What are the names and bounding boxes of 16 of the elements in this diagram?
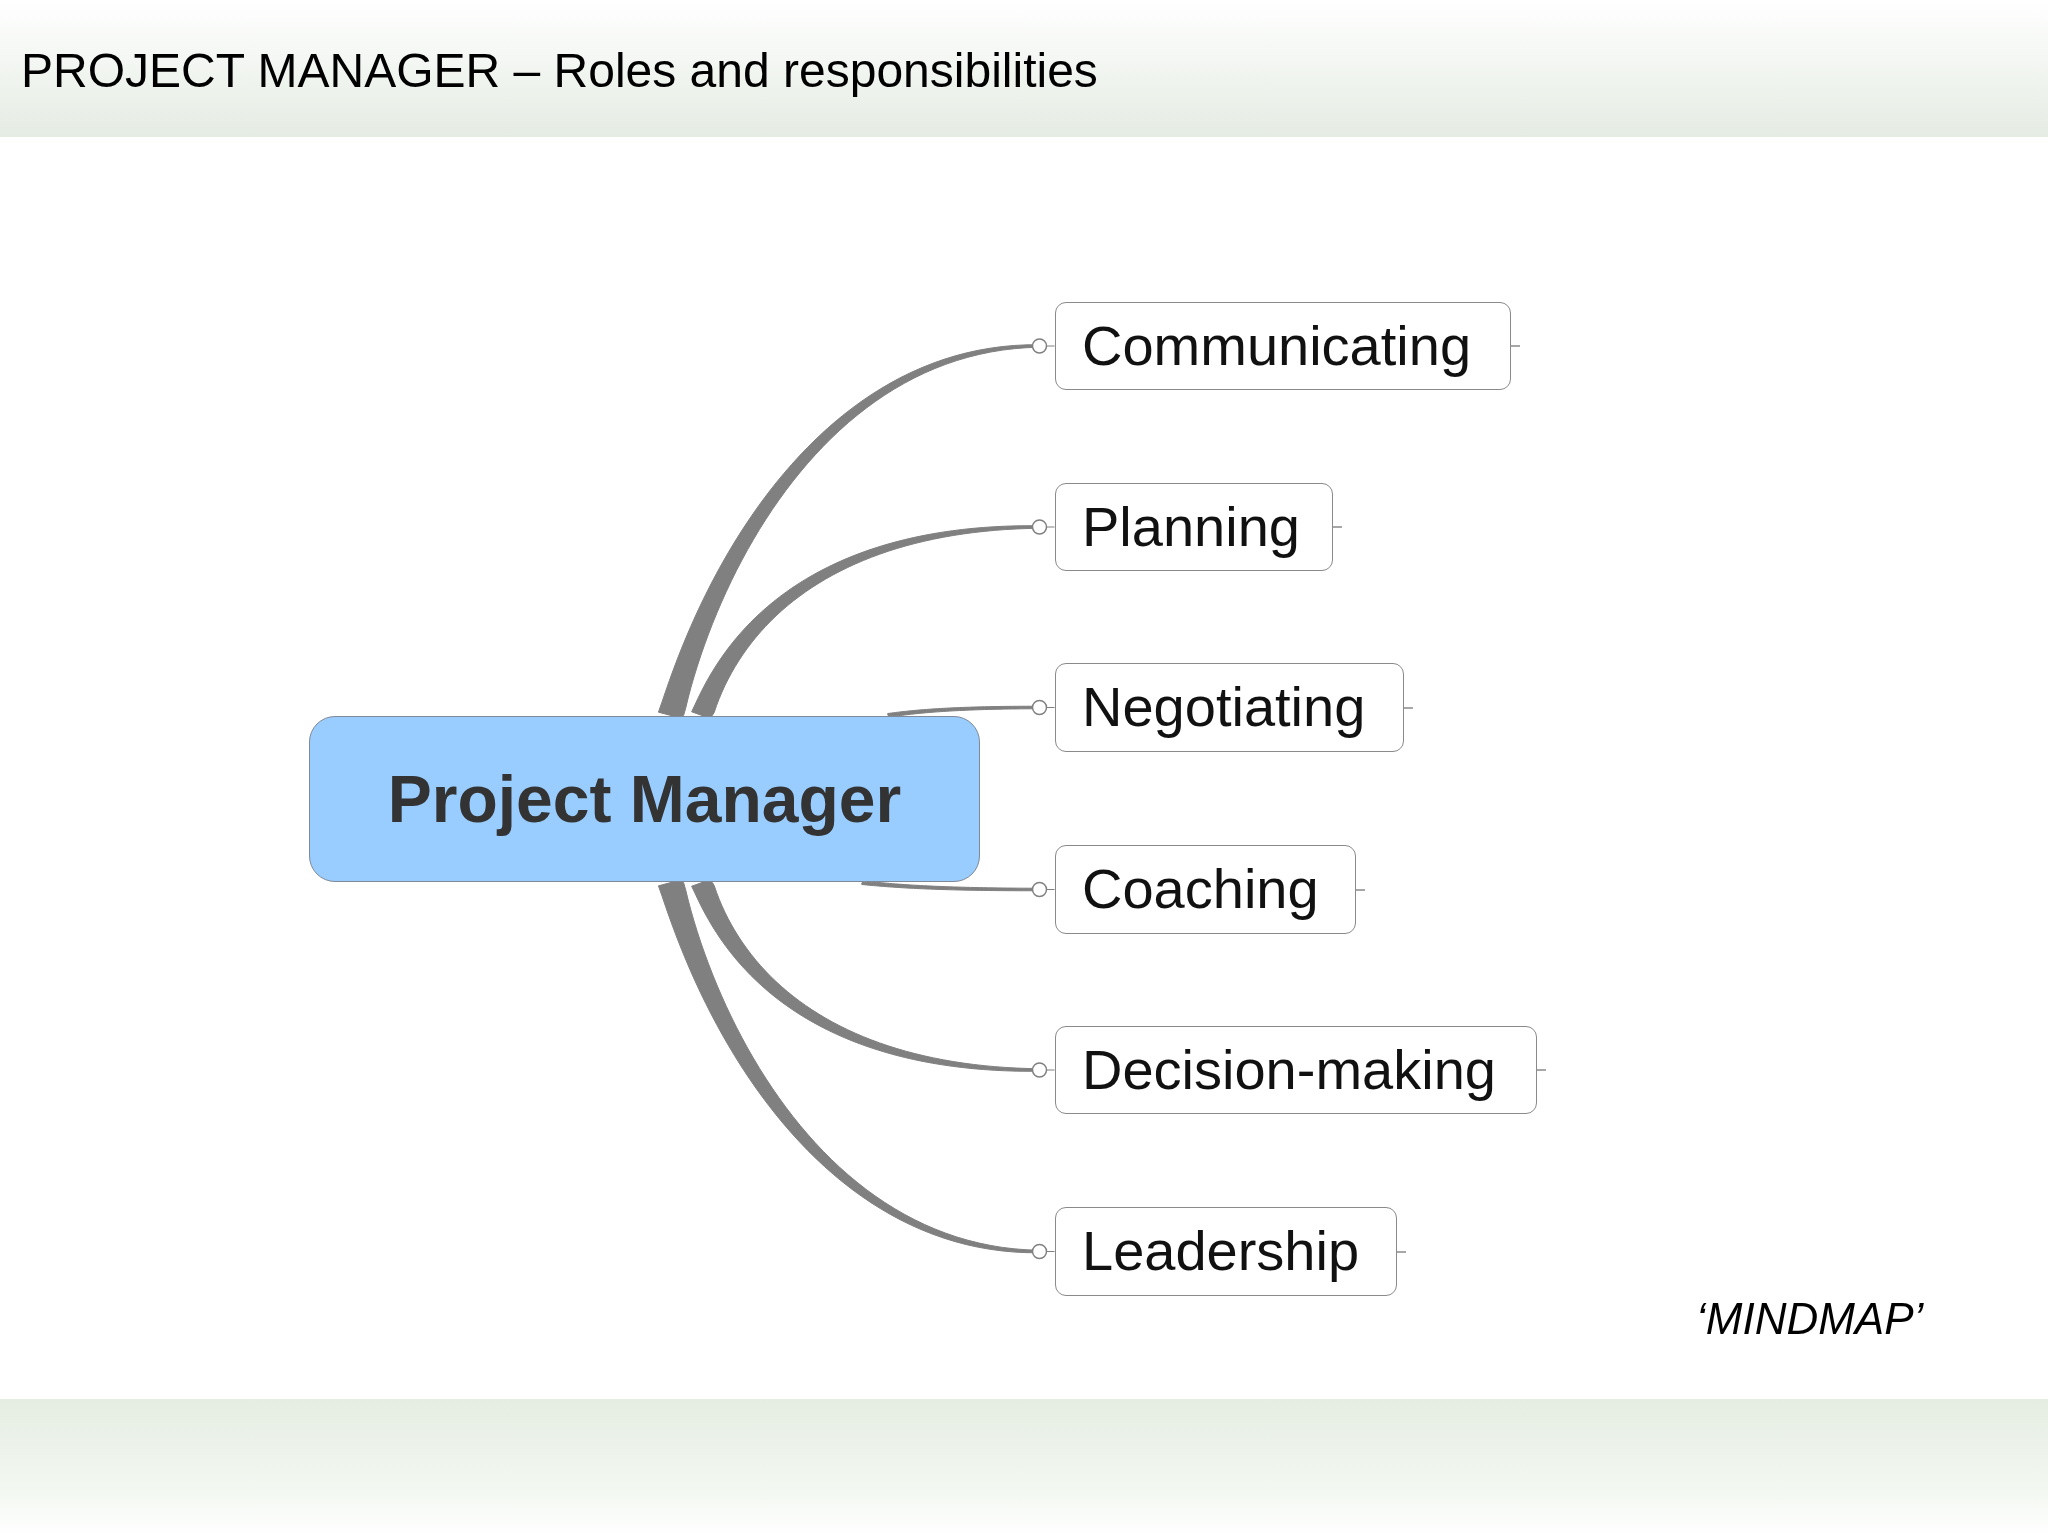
branch-connector bbox=[657, 882, 1055, 1260]
subtopic-label: Communicating bbox=[1082, 313, 1472, 379]
topic-box bbox=[309, 716, 980, 882]
subtopic-label: Negotiating bbox=[1082, 675, 1366, 740]
branch-connector bbox=[691, 519, 1055, 716]
subtopic-label: Coaching bbox=[1082, 857, 1319, 922]
subtopic-label: Leadership bbox=[1082, 1219, 1360, 1284]
slide-title: PROJECT MANAGER – Roles and responsibilities bbox=[21, 43, 1098, 99]
branch-connector bbox=[887, 699, 1055, 716]
branch-connector bbox=[657, 338, 1055, 716]
branch-connector bbox=[691, 882, 1055, 1078]
branch-connector bbox=[861, 881, 1055, 898]
topic-label: Project Manager bbox=[387, 762, 902, 836]
subtopic-label: Planning bbox=[1082, 494, 1300, 560]
subtopic-label: Decision-making bbox=[1082, 1037, 1496, 1103]
caption-text: ‘MINDMAP’ bbox=[1696, 1294, 1924, 1345]
